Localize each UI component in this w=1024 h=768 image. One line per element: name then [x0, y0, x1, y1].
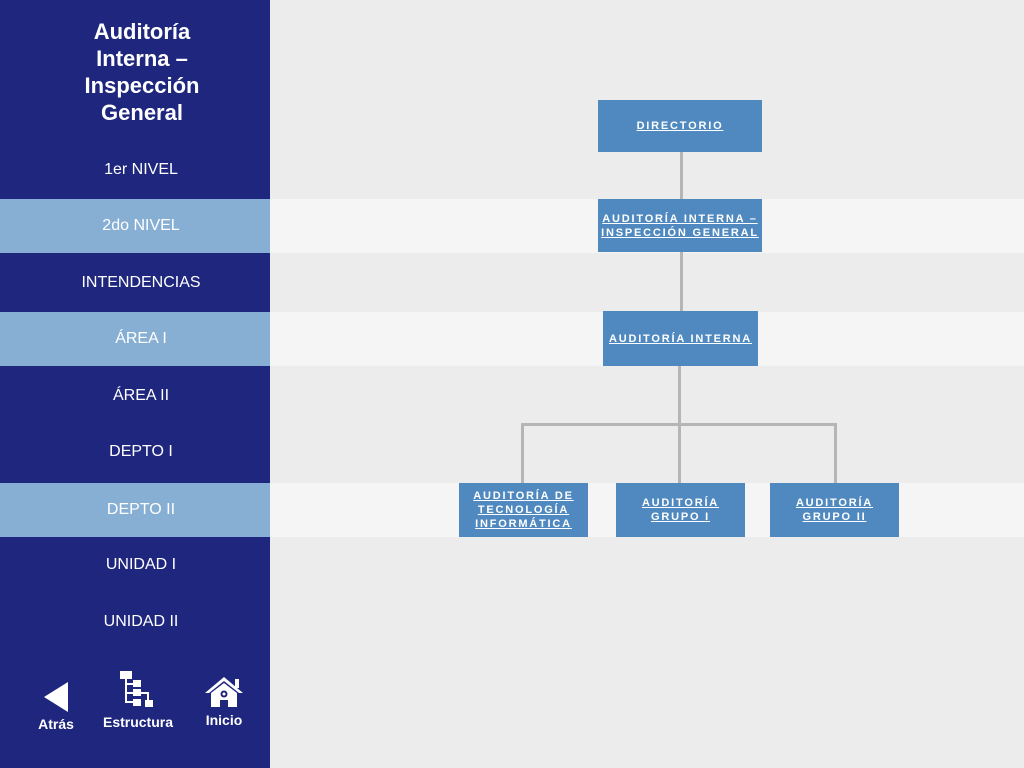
org-box-auditoria-tecnologia-informatica[interactable]: AUDITORÍA DE TECNOLOGÍA INFORMÁTICA [459, 483, 588, 537]
org-box-auditoria-interna[interactable]: AUDITORÍA INTERNA [603, 311, 758, 366]
org-box-line: GRUPO I [650, 511, 711, 523]
title-line-3: Inspección [84, 73, 200, 98]
title-line-2: Interna – [96, 46, 188, 71]
org-box-auditoria-grupo-i[interactable]: AUDITORÍA GRUPO I [616, 483, 745, 537]
title-line-4: General [101, 100, 183, 125]
bottom-nav: Atrás Estructura [0, 668, 270, 768]
connector-line [678, 423, 681, 483]
org-box-line: AUDITORÍA INTERNA – [602, 212, 758, 225]
org-box-auditoria-interna-inspeccion-general[interactable]: AUDITORÍA INTERNA – INSPECCIÓN GENERAL [598, 199, 762, 252]
org-box-line: AUDITORÍA [795, 497, 874, 509]
org-box-line: INSPECCIÓN GENERAL [601, 226, 759, 239]
nav-item-intendencias[interactable]: INTENDENCIAS [81, 274, 201, 291]
org-box-line: TECNOLOGÍA [477, 504, 570, 516]
structure-button[interactable]: Estructura [98, 670, 178, 730]
title-line-1: Auditoría [93, 19, 191, 44]
org-structure-icon [120, 671, 153, 707]
page-title: Auditoría Interna – Inspección General [0, 18, 284, 126]
home-button[interactable]: Inicio [200, 676, 248, 728]
org-box-line: AUDITORÍA DE [473, 490, 574, 502]
nav-item-depto-ii[interactable]: DEPTO II [0, 483, 270, 537]
sidebar: Auditoría Interna – Inspección General 1… [0, 0, 270, 768]
nav-item-unidad-ii[interactable]: UNIDAD II [103, 613, 179, 630]
nav-item-1er-nivel[interactable]: 1er NIVEL [104, 161, 178, 178]
connector-line [834, 423, 837, 483]
org-box-line: GRUPO II [802, 511, 867, 523]
org-box-auditoria-grupo-ii[interactable]: AUDITORÍA GRUPO II [770, 483, 899, 537]
org-box-line: INFORMÁTICA [475, 518, 572, 530]
nav-item-unidad-i[interactable]: UNIDAD I [105, 556, 177, 573]
nav-item-2do-nivel[interactable]: 2do NIVEL [0, 199, 270, 253]
connector-line [680, 252, 683, 311]
structure-label: Estructura [102, 714, 174, 730]
nav-item-area-i[interactable]: ÁREA I [0, 312, 270, 366]
nav-item-area-ii[interactable]: ÁREA II [112, 387, 170, 404]
connector-line [521, 423, 524, 483]
back-label: Atrás [38, 716, 74, 732]
back-arrow-icon [44, 682, 68, 712]
back-button[interactable]: Atrás [34, 682, 78, 732]
home-icon [205, 677, 243, 707]
connector-line [678, 366, 681, 425]
connector-line [680, 152, 683, 199]
org-box-line: AUDITORÍA [641, 497, 720, 509]
nav-item-depto-i[interactable]: DEPTO I [109, 443, 173, 460]
org-box-directorio[interactable]: DIRECTORIO [598, 100, 762, 152]
home-label: Inicio [205, 712, 243, 728]
